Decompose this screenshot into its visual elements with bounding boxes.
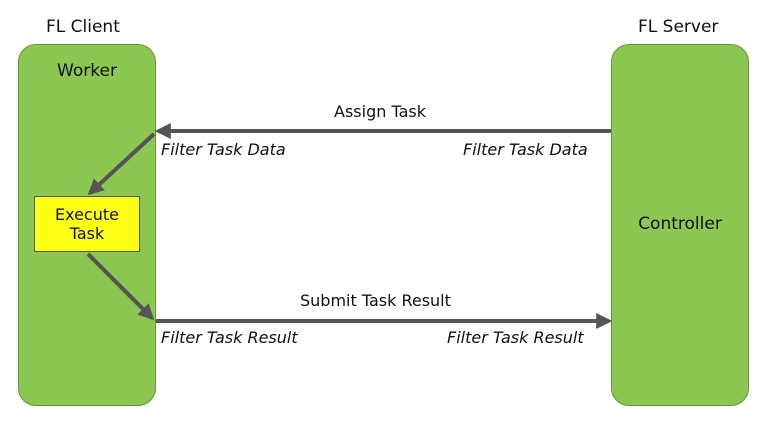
controller-panel (611, 44, 749, 406)
fl-client-title: FL Client (46, 17, 120, 37)
assign-task-label: Assign Task (334, 102, 426, 121)
worker-label: Worker (57, 61, 117, 81)
server-filter-task-result: Filter Task Result (447, 328, 584, 347)
from-execute-arrow (86, 252, 155, 321)
client-filter-task-result: Filter Task Result (161, 328, 298, 347)
server-filter-task-data: Filter Task Data (463, 140, 588, 159)
execute-task-line2: Task (69, 224, 105, 243)
execute-task-box: Execute Task (34, 196, 140, 252)
fl-server-title: FL Server (638, 17, 719, 37)
to-execute-arrow (87, 132, 156, 196)
execute-task-line1: Execute (55, 205, 119, 224)
submit-task-result-label: Submit Task Result (300, 291, 451, 310)
client-filter-task-data: Filter Task Data (161, 140, 286, 159)
controller-label: Controller (638, 214, 722, 234)
